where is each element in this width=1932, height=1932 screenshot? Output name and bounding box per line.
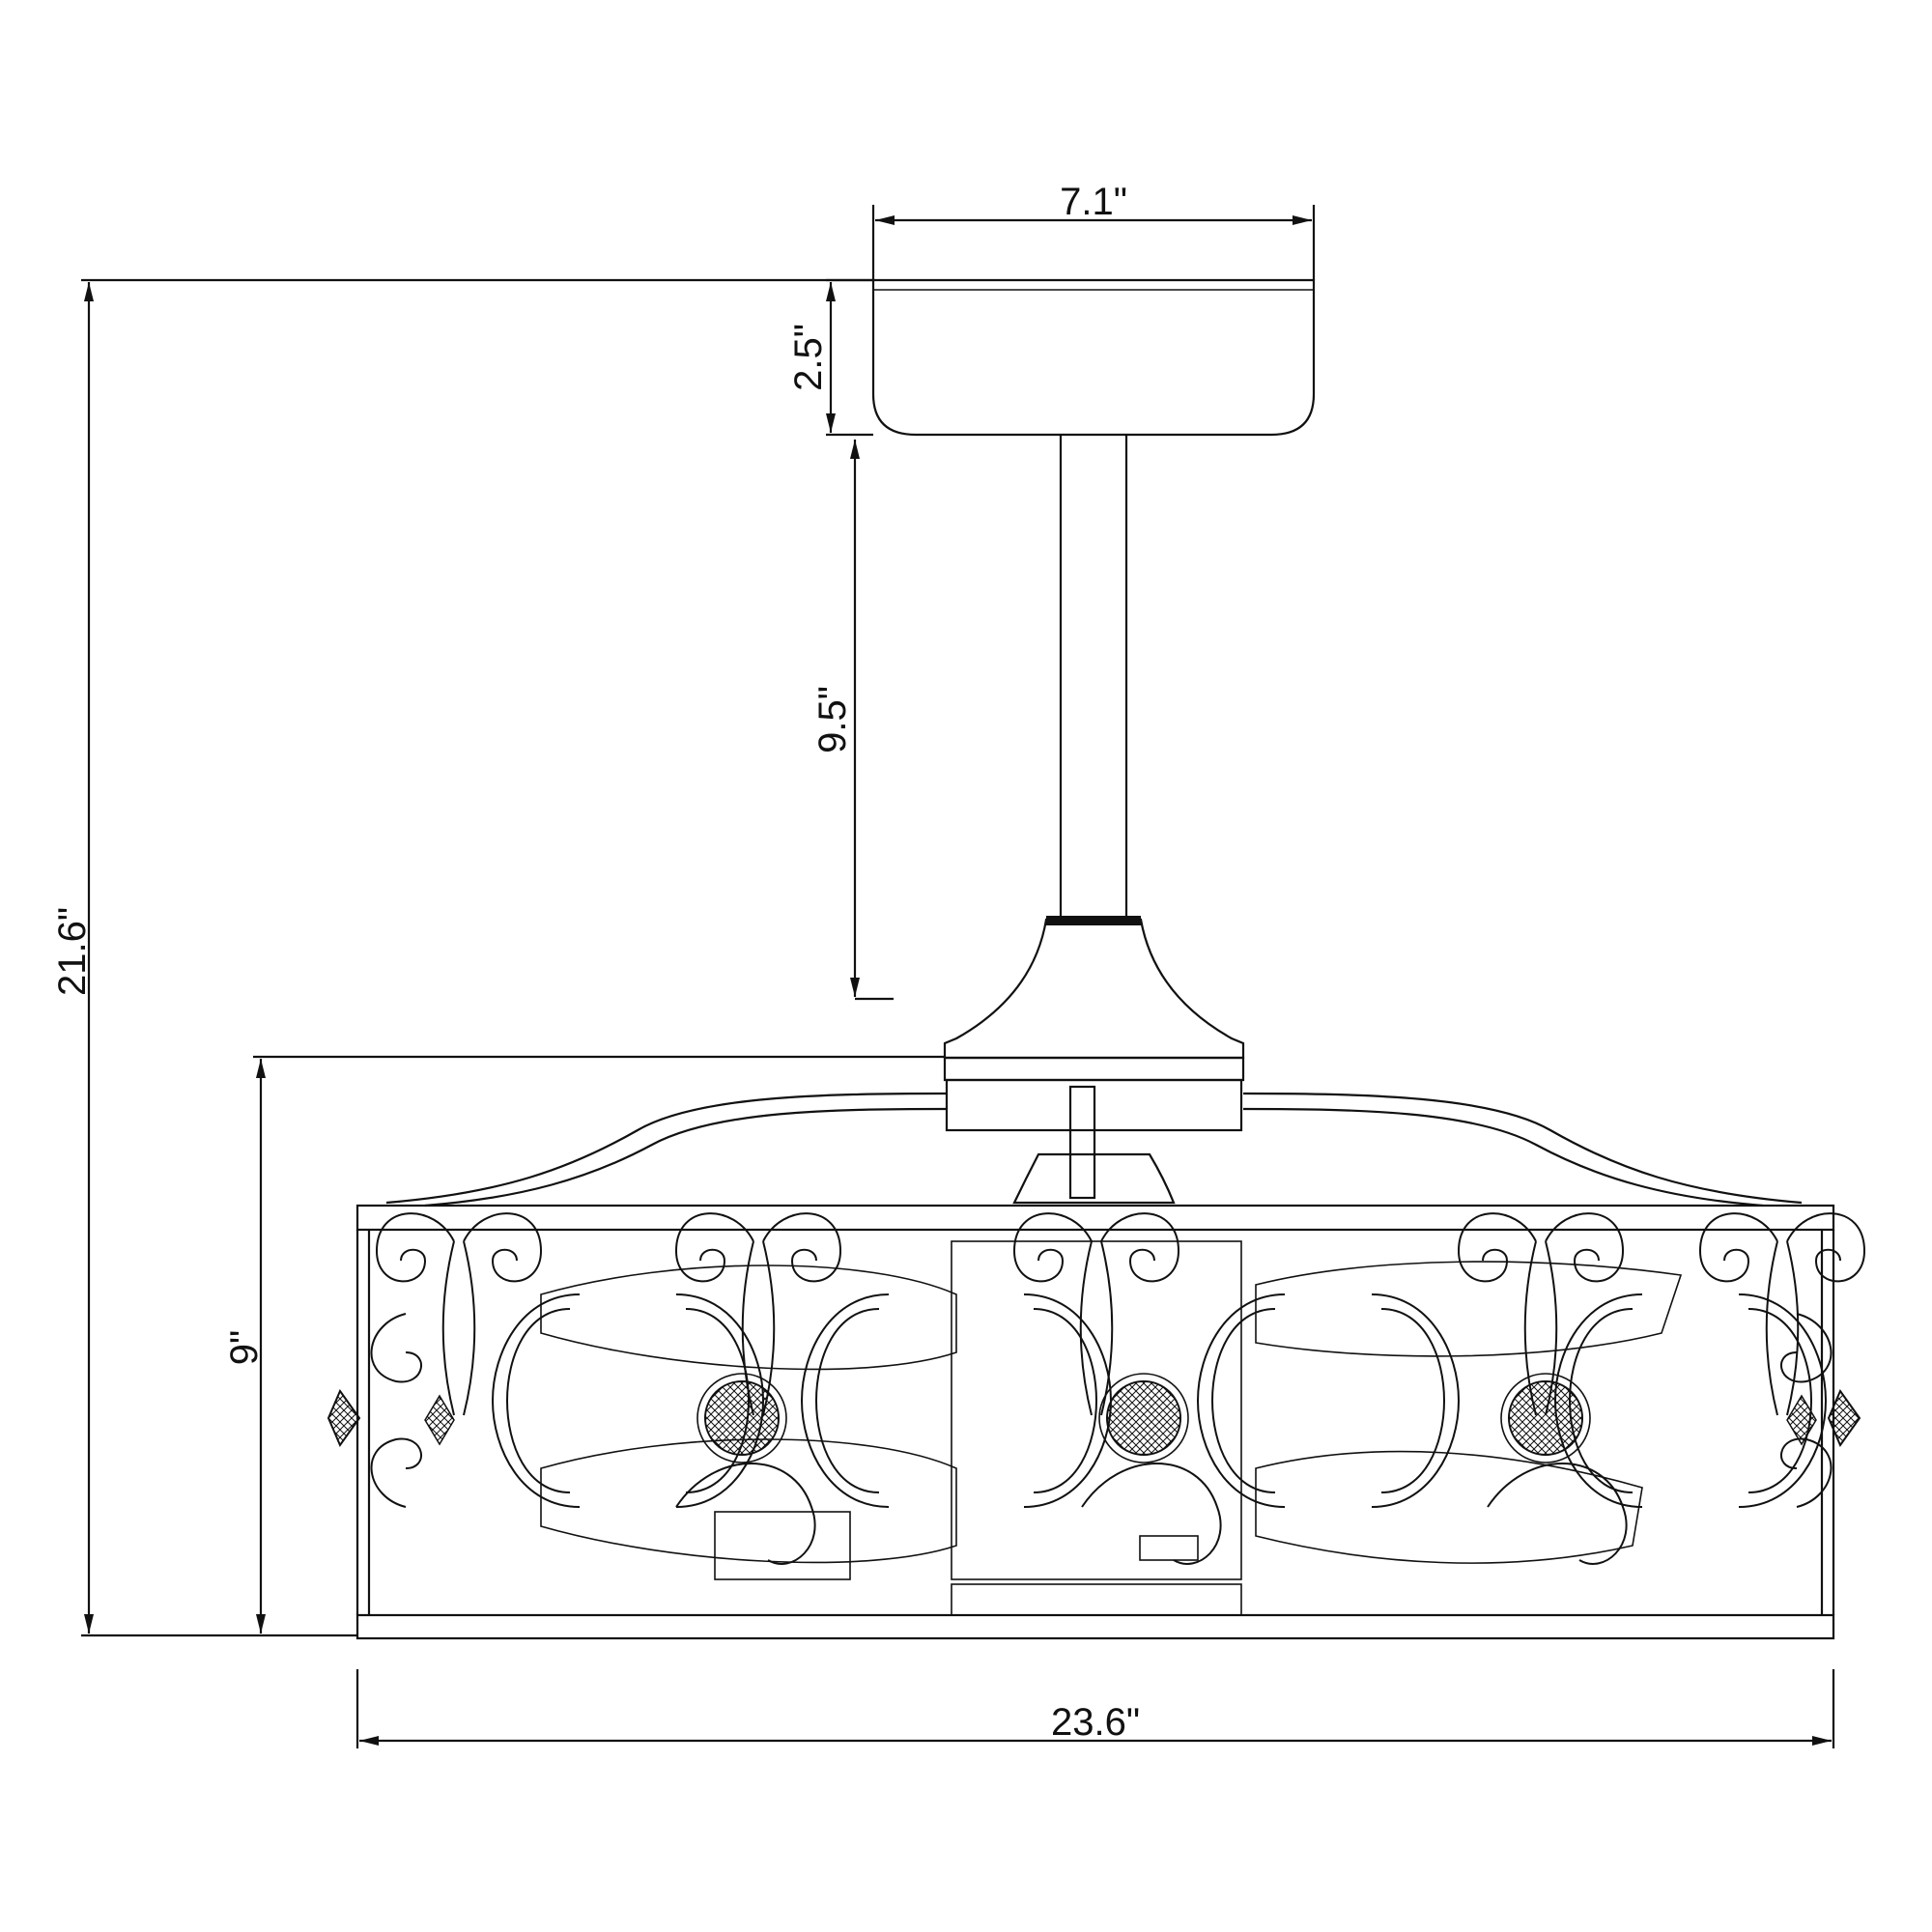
motor-housing bbox=[943, 916, 1245, 1205]
cage-height-label: 9" bbox=[223, 1330, 266, 1365]
canopy bbox=[871, 278, 1316, 437]
dimension-cage-height: 9" bbox=[223, 1055, 945, 1634]
dimension-downrod: 9.5" bbox=[811, 440, 894, 1001]
crystal-medallions bbox=[327, 1373, 1861, 1463]
downrod bbox=[1059, 435, 1128, 920]
dimension-cage-width: 23.6" bbox=[355, 1669, 1835, 1748]
dimension-overall-height: 21.6" bbox=[51, 278, 873, 1637]
canopy-width-label: 7.1" bbox=[1060, 181, 1127, 223]
cage bbox=[327, 1204, 1865, 1640]
overall-height-label: 21.6" bbox=[51, 907, 94, 996]
scrollwork bbox=[370, 1212, 1865, 1565]
canopy-height-label: 2.5" bbox=[787, 324, 830, 391]
downrod-label: 9.5" bbox=[811, 686, 854, 753]
dimension-canopy-width: 7.1" bbox=[871, 181, 1316, 280]
cage-top-arms bbox=[385, 1092, 1803, 1208]
fan-blades bbox=[540, 1240, 1683, 1616]
dimension-canopy-height: 2.5" bbox=[787, 278, 873, 437]
cage-width-label: 23.6" bbox=[1051, 1701, 1140, 1744]
